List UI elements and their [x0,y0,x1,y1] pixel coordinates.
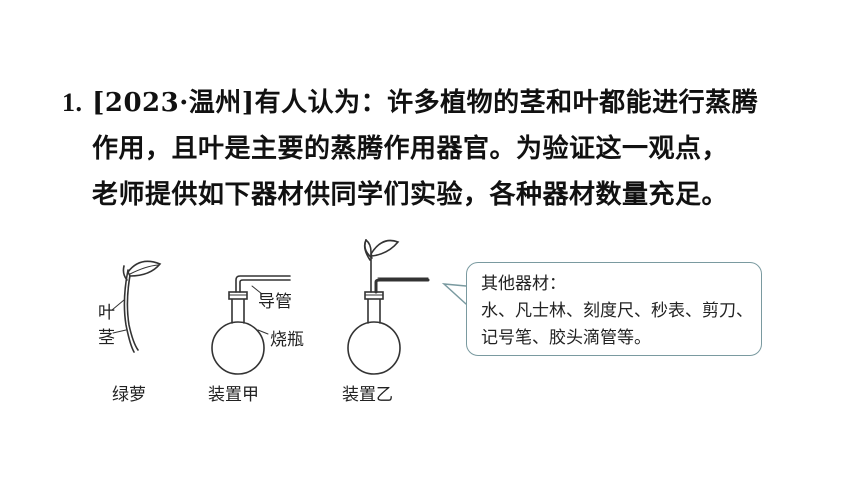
leaf-label: 叶 [98,303,115,323]
question-number: 1. [62,88,83,117]
question-line-3: 老师提供如下器材供同学们实验，各种器材数量充足。 [92,180,729,210]
question-source: [2023·温州] [92,88,255,118]
apparatus-drawing [111,239,467,375]
question-line-1: 1. [2023·温州]有人认为：许多植物的茎和叶都能进行蒸腾 [62,88,759,118]
flask-a-icon [211,275,291,375]
materials-line-1: 水、凡士林、刻度尺、秒表、剪刀、 [481,301,753,321]
experiment-figure: 叶 茎 绿萝 导管 烧瓶 装置甲 装置乙 [0,230,860,430]
question-line-2: 作用，且叶是主要的蒸腾作用器官。为验证这一观点， [92,134,729,164]
stem-label: 茎 [98,328,115,348]
materials-line-2: 记号笔、胶头滴管等。 [481,328,651,348]
flask-b-icon [347,239,430,375]
question-text: 1. [2023·温州]有人认为：许多植物的茎和叶都能进行蒸腾 作用，且叶是主要… [62,80,842,218]
device-a-caption: 装置甲 [208,385,259,405]
flask-label: 烧瓶 [270,330,304,350]
tube-label: 导管 [258,292,292,312]
materials-callout: 其他器材： 水、凡士林、刻度尺、秒表、剪刀、 记号笔、胶头滴管等。 [466,262,762,356]
materials-title: 其他器材： [481,274,566,294]
plant-icon [111,260,162,353]
device-b-caption: 装置乙 [342,385,393,405]
plant-caption: 绿萝 [112,385,146,405]
